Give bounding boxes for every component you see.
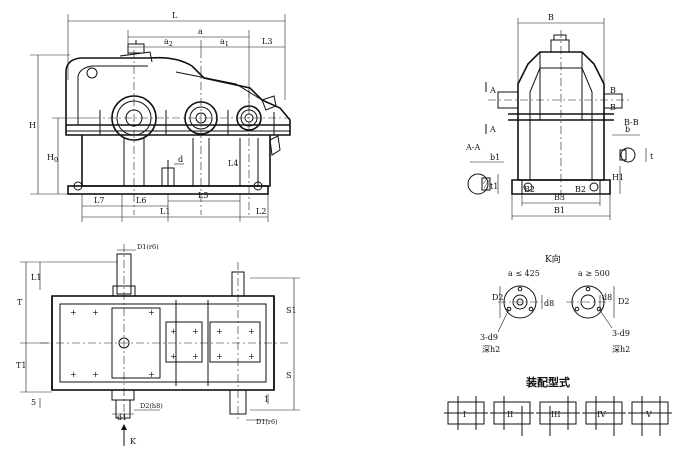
dim-a2: a2: [164, 37, 173, 48]
k-right-D2: D2: [618, 297, 630, 306]
k-left-condition: a ≤ 425: [508, 269, 540, 278]
dim-a1: a1: [220, 37, 229, 48]
section-B-bottom: B: [610, 103, 616, 112]
dim-L1-plan: L1: [31, 273, 41, 282]
svg-text:+: +: [216, 327, 223, 336]
dim-5: 5: [31, 398, 36, 407]
svg-text:+: +: [70, 308, 77, 317]
dim-t1: t1: [490, 182, 498, 191]
assembly-type-2: II: [490, 396, 534, 436]
side-view: B A A B B B-B b t: [465, 13, 654, 220]
svg-text:+: +: [248, 352, 255, 361]
svg-text:+: +: [248, 327, 255, 336]
dim-D2h8: D2(h8): [140, 402, 163, 410]
assembly-types: 装配型式 I II III IV: [444, 375, 672, 436]
svg-text:+: +: [170, 352, 177, 361]
dim-B: B: [548, 13, 554, 22]
dim-T: T: [17, 298, 23, 307]
front-view: L a a2 a1 L3: [29, 11, 291, 222]
dim-H1: H1: [612, 173, 624, 182]
view-K-arrow: K: [130, 437, 137, 446]
k-right-depth: 深h2: [612, 345, 630, 354]
dim-L1: L1: [160, 207, 170, 216]
dim-B2-right: B2: [575, 185, 586, 194]
section-BB-label: B-B: [624, 118, 639, 127]
assembly-type-3: III: [536, 396, 580, 436]
svg-text:+: +: [70, 370, 77, 379]
dim-H: H: [29, 121, 36, 130]
dim-1: 1: [264, 395, 269, 404]
dim-b1: b1: [490, 153, 500, 162]
k-left-D2: D2: [492, 293, 504, 302]
section-A-bottom: A: [489, 125, 496, 134]
assembly-type-III: III: [551, 410, 560, 419]
svg-text:+: +: [216, 352, 223, 361]
flange-bolts: [99, 110, 275, 135]
dim-L4: L4: [228, 159, 238, 168]
dim-S1: S1: [286, 306, 297, 315]
dim-b: b: [625, 125, 630, 134]
k-left-d8: d8: [544, 299, 554, 308]
dim-T1: T1: [16, 361, 26, 370]
svg-text:+: +: [148, 308, 155, 317]
svg-text:+: +: [192, 352, 199, 361]
assembly-type-1: I: [444, 396, 488, 430]
assembly-title: 装配型式: [525, 375, 570, 389]
assembly-type-IV: IV: [597, 410, 606, 419]
dim-d: d: [178, 155, 183, 164]
svg-text:+: +: [92, 370, 99, 379]
dim-L6: L6: [136, 196, 146, 205]
assembly-type-4: IV: [582, 396, 626, 436]
dim-L: L: [172, 11, 178, 20]
assembly-type-I: I: [463, 410, 466, 419]
dim-L3: L3: [262, 37, 272, 46]
k-right-d8: d8: [602, 293, 612, 302]
dim-a: a: [198, 27, 203, 36]
k-right-condition: a ≥ 500: [578, 269, 610, 278]
svg-text:+: +: [148, 370, 155, 379]
dim-d1: d1: [117, 413, 127, 422]
k-view: K向 a ≤ 425 a ≥ 500 D2 d8 3-d9 深h2 D2 d8 …: [480, 253, 630, 354]
dim-B3: B3: [554, 193, 565, 202]
k-view-title: K向: [545, 253, 561, 265]
k-left-depth: 深h2: [482, 345, 500, 354]
dim-S: S: [286, 371, 291, 380]
section-A-top: A: [489, 86, 496, 95]
section-AA-label: A-A: [465, 143, 480, 152]
dim-L7: L7: [94, 196, 104, 205]
dim-L2: L2: [256, 207, 266, 216]
plan-bolts: + + + + + + + + + + + + + +: [70, 308, 255, 379]
dim-B2-left: B2: [524, 185, 535, 194]
dim-H0: H0: [47, 153, 58, 164]
svg-text:+: +: [192, 327, 199, 336]
assembly-type-5: V: [628, 396, 672, 436]
section-B-top: B: [610, 86, 616, 95]
k-left-d9: 3-d9: [480, 333, 498, 342]
svg-text:+: +: [92, 308, 99, 317]
plan-view: D1(r6) + + + + + + + + + + + + + +: [16, 243, 300, 446]
assembly-type-V: V: [645, 410, 652, 419]
dim-L5: L5: [198, 191, 208, 200]
dim-t: t: [650, 152, 654, 161]
svg-text:+: +: [170, 327, 177, 336]
k-right-d9: 3-d9: [612, 329, 630, 338]
dim-D1-top: D1(r6): [137, 243, 159, 251]
assembly-type-II: II: [507, 410, 513, 419]
dim-D1-bottom: D1(r6): [256, 418, 278, 426]
dim-B1: B1: [554, 206, 565, 215]
